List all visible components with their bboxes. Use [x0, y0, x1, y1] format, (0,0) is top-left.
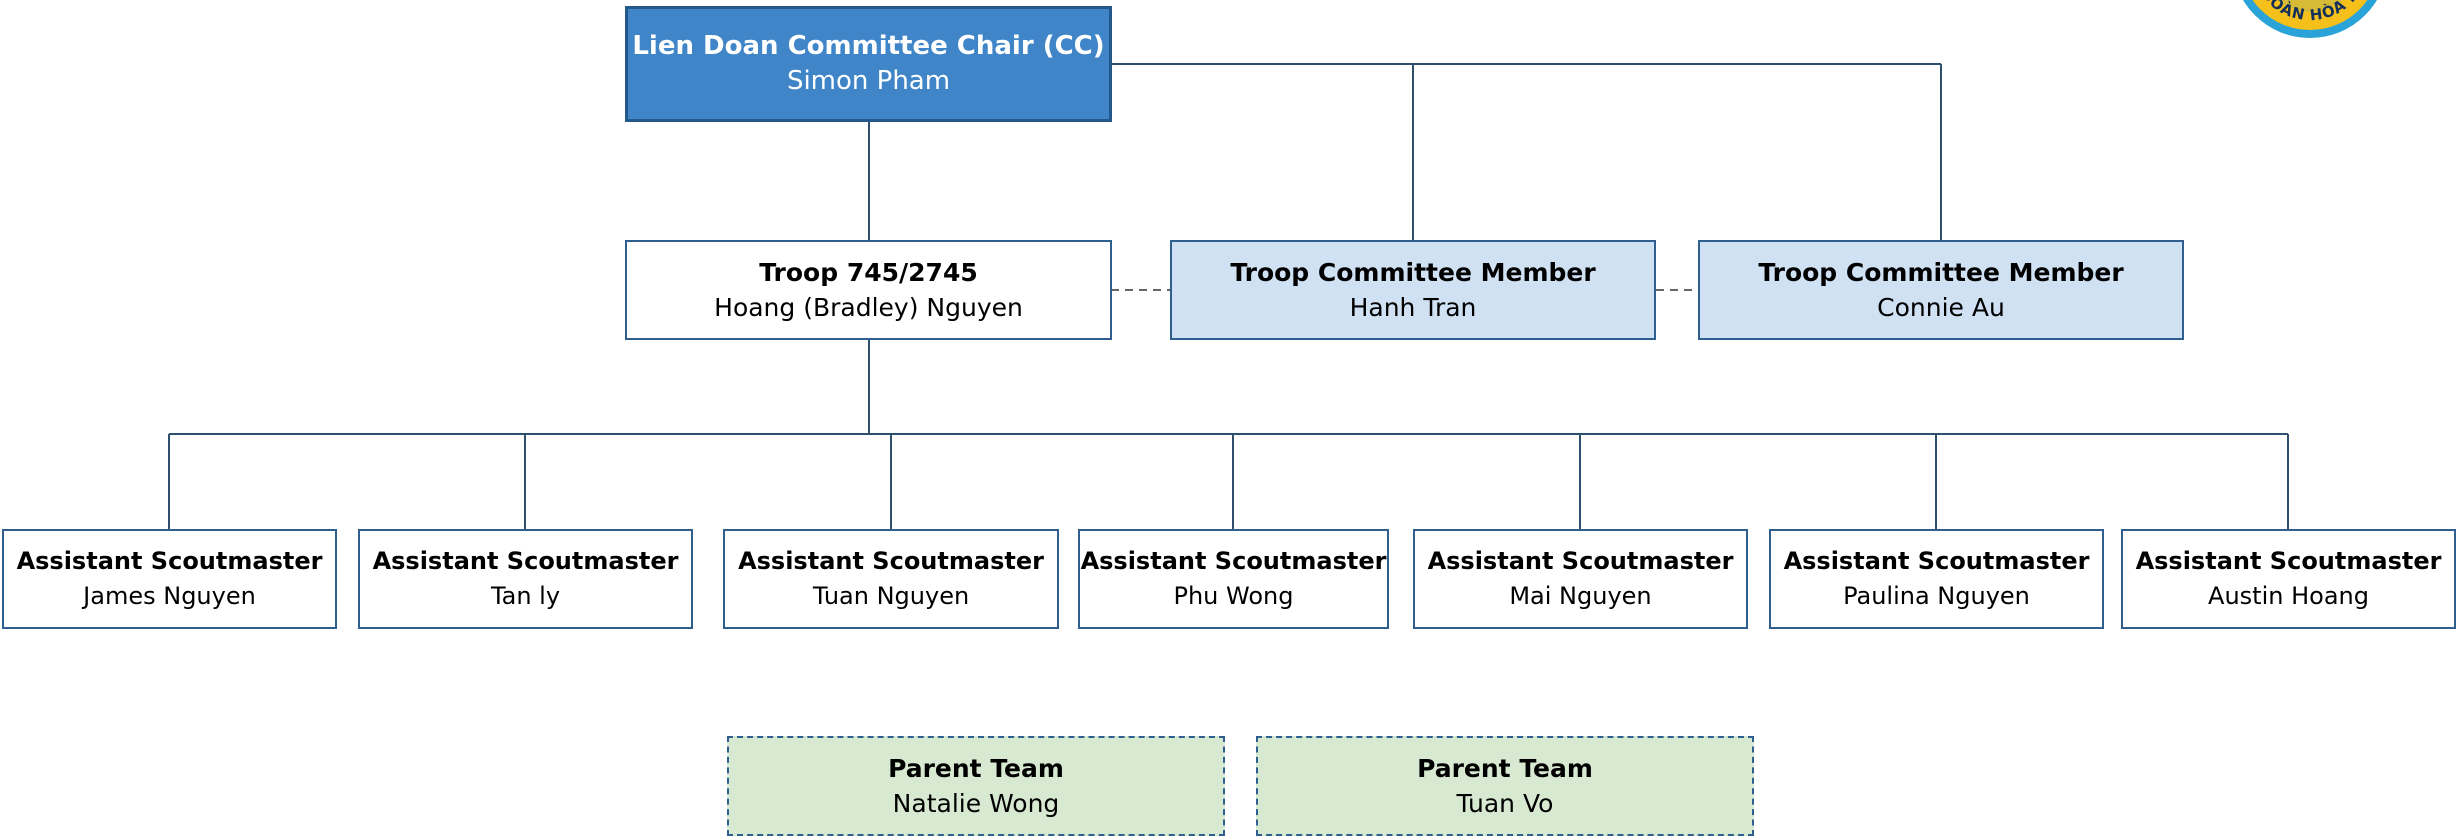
- parent-team-role: Parent Team: [888, 754, 1064, 783]
- chair-role: Lien Doan Committee Chair (CC): [632, 31, 1105, 61]
- assistant-name: Tan ly: [490, 582, 561, 610]
- assistant-name: Tuan Nguyen: [812, 582, 970, 610]
- chair-name: Simon Pham: [786, 66, 951, 96]
- troop-name: Hoang (Bradley) Nguyen: [714, 293, 1023, 322]
- assistant-scoutmaster-box: Assistant Scoutmaster Austin Hoang: [2121, 529, 2456, 629]
- troop-role: Troop 745/2745: [759, 258, 978, 287]
- parent-team-name: Natalie Wong: [892, 789, 1060, 818]
- committee-name: Hanh Tran: [1349, 293, 1477, 322]
- committee-chair-box: Lien Doan Committee Chair (CC) Simon Pha…: [625, 6, 1112, 122]
- committee-role: Troop Committee Member: [1758, 258, 2124, 287]
- assistant-scoutmaster-box: Assistant Scoutmaster James Nguyen: [2, 529, 337, 629]
- committee-name: Connie Au: [1877, 293, 2005, 322]
- assistant-scoutmaster-box: Assistant Scoutmaster Paulina Nguyen: [1769, 529, 2104, 629]
- assistant-name: Phu Wong: [1173, 582, 1294, 610]
- assistant-role: Assistant Scoutmaster: [372, 547, 679, 575]
- parent-team-box: Parent Team Natalie Wong: [727, 736, 1225, 836]
- assistant-name: Paulina Nguyen: [1843, 582, 2030, 610]
- committee-member-box: Troop Committee Member Hanh Tran: [1170, 240, 1656, 340]
- assistant-role: Assistant Scoutmaster: [16, 547, 323, 575]
- troop-box: Troop 745/2745 Hoang (Bradley) Nguyen: [625, 240, 1112, 340]
- assistant-name: Mai Nguyen: [1509, 582, 1652, 610]
- parent-team-box: Parent Team Tuan Vo: [1256, 736, 1754, 836]
- committee-member-box: Troop Committee Member Connie Au: [1698, 240, 2184, 340]
- assistant-role: Assistant Scoutmaster: [738, 547, 1044, 575]
- assistant-role: Assistant Scoutmaster: [1080, 547, 1387, 575]
- assistant-role: Assistant Scoutmaster: [1783, 547, 2090, 575]
- assistant-scoutmaster-box: Assistant Scoutmaster Tan ly: [358, 529, 693, 629]
- assistant-scoutmaster-box: Assistant Scoutmaster Phu Wong: [1078, 529, 1389, 629]
- parent-team-role: Parent Team: [1417, 754, 1593, 783]
- assistant-role: Assistant Scoutmaster: [1427, 547, 1734, 575]
- assistant-name: James Nguyen: [83, 582, 256, 610]
- assistant-role: Assistant Scoutmaster: [2135, 547, 2442, 575]
- parent-team-name: Tuan Vo: [1456, 789, 1554, 818]
- committee-role: Troop Committee Member: [1230, 258, 1596, 287]
- assistant-name: Austin Hoang: [2208, 582, 2369, 610]
- organization-logo: ĐOÀN HÒA B: [2243, 0, 2377, 38]
- assistant-scoutmaster-box: Assistant Scoutmaster Tuan Nguyen: [723, 529, 1059, 629]
- assistant-scoutmaster-box: Assistant Scoutmaster Mai Nguyen: [1413, 529, 1748, 629]
